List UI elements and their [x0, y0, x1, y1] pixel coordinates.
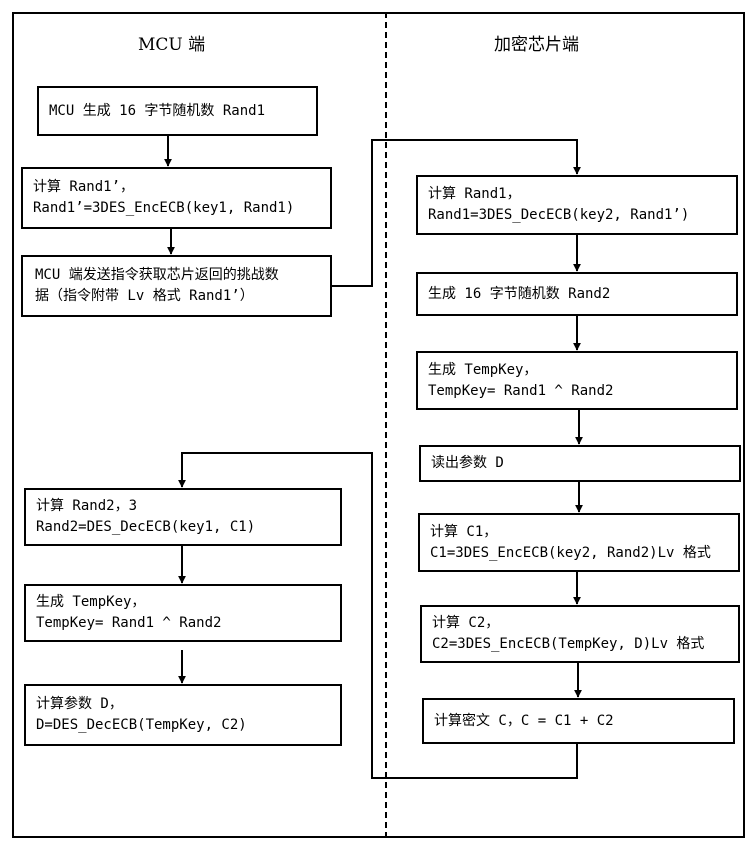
step-text: Rand1=3DES_DecECB(key2, Rand1’): [428, 207, 690, 223]
step-text: D=DES_DecECB(TempKey, C2): [36, 717, 247, 733]
chip-step-compute-ciphertext: 计算密文 C，C = C1 + C2: [422, 698, 735, 744]
step-text: 生成 TempKey，: [36, 594, 146, 610]
mcu-step-compute-d: 计算参数 D， D=DES_DecECB(TempKey, C2): [24, 684, 342, 746]
step-text: C2=3DES_EncECB(TempKey, D)Lv 格式: [432, 636, 705, 652]
chip-column-title: 加密芯片端: [494, 35, 579, 55]
step-text: TempKey= Rand1 ^ Rand2: [36, 615, 222, 631]
step-text: 计算 Rand1，: [428, 186, 521, 202]
step-text: MCU 端发送指令获取芯片返回的挑战数: [35, 267, 279, 283]
chip-step-compute-c2: 计算 C2， C2=3DES_EncECB(TempKey, D)Lv 格式: [420, 605, 740, 663]
step-text: 计算参数 D，: [36, 696, 123, 712]
step-text: TempKey= Rand1 ^ Rand2: [428, 382, 614, 399]
chip-step-read-d: 读出参数 D: [419, 445, 741, 482]
step-text: 生成 TempKey，: [428, 361, 538, 378]
step-text: Rand2=DES_DecECB(key1, C1): [36, 519, 256, 535]
mcu-column-title: MCU 端: [138, 35, 206, 55]
mcu-step-compute-rand1-enc: 计算 Rand1’， Rand1’=3DES_EncECB(key1, Rand…: [21, 167, 332, 229]
step-text: 据（指令附带 Lv 格式 Rand1’）: [35, 288, 254, 304]
mcu-step-generate-rand1: MCU 生成 16 字节随机数 Rand1: [37, 86, 318, 136]
mcu-step-generate-tempkey: 生成 TempKey， TempKey= Rand1 ^ Rand2: [24, 584, 342, 642]
step-text: Rand1’=3DES_EncECB(key1, Rand1): [33, 200, 295, 216]
mcu-step-compute-rand2: 计算 Rand2，3 Rand2=DES_DecECB(key1, C1): [24, 488, 342, 546]
step-text: 计算 C1，: [430, 523, 498, 540]
step-text: C1=3DES_EncECB(key2, Rand2)Lv 格式: [430, 544, 711, 561]
mcu-step-send-command: MCU 端发送指令获取芯片返回的挑战数 据（指令附带 Lv 格式 Rand1’）: [21, 255, 332, 317]
step-text: 计算 Rand1’，: [33, 179, 135, 195]
step-text: 计算密文 C，C = C1 + C2: [434, 712, 614, 729]
step-text: 读出参数 D: [431, 455, 504, 471]
step-text: 生成 16 字节随机数 Rand2: [428, 285, 611, 302]
chip-step-compute-rand1: 计算 Rand1， Rand1=3DES_DecECB(key2, Rand1’…: [416, 175, 738, 235]
chip-step-compute-c1: 计算 C1， C1=3DES_EncECB(key2, Rand2)Lv 格式: [418, 513, 740, 572]
chip-step-generate-rand2: 生成 16 字节随机数 Rand2: [416, 272, 738, 316]
step-text: 计算 C2，: [432, 615, 500, 631]
step-text: 计算 Rand2，3: [36, 498, 138, 514]
column-divider: [385, 12, 387, 838]
diagram-frame: [12, 12, 745, 838]
chip-step-generate-tempkey: 生成 TempKey， TempKey= Rand1 ^ Rand2: [416, 351, 738, 410]
step-text: MCU 生成 16 字节随机数 Rand1: [49, 102, 266, 119]
